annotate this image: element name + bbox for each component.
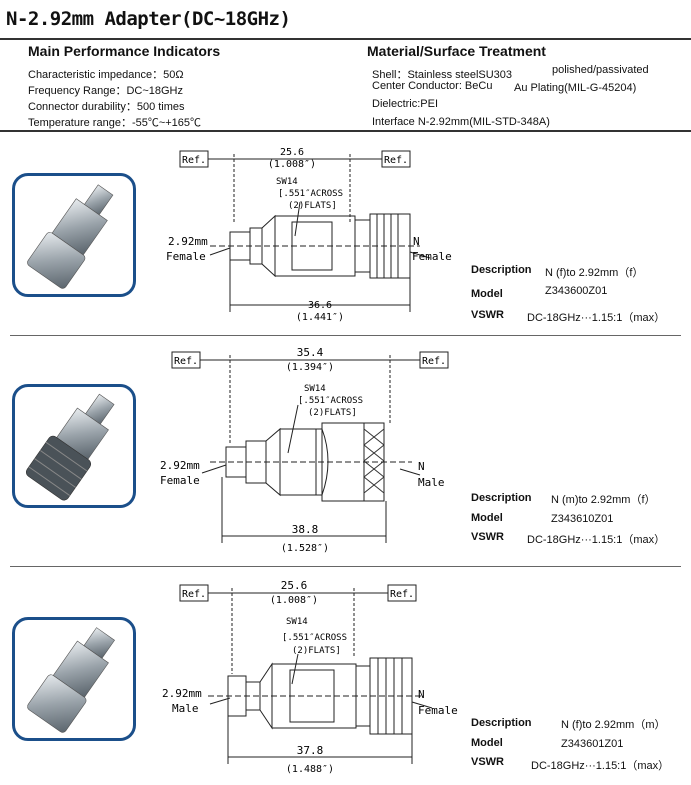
right-gender: Female <box>418 704 458 717</box>
spec-impedance: Characteristic impedance：50Ω <box>28 69 184 81</box>
dim-bottom: 38.8 <box>292 523 319 536</box>
drawing-2: Ref. Ref. 35.4 (1.394″) SW14 [.551″ACROS… <box>160 346 449 554</box>
dim-top: 25.6 <box>281 579 308 592</box>
header-rule <box>0 130 691 132</box>
sw-across: [.551″ACROSS <box>282 633 347 643</box>
material-dielectric: Dielectric:PEI <box>372 98 439 110</box>
ref-left-label: Ref. <box>174 356 198 367</box>
ref-right-label: Ref. <box>384 155 408 166</box>
description-label: Description <box>471 717 532 729</box>
description-label: Description <box>471 492 532 504</box>
sw-across: [.551″ACROSS <box>278 189 343 199</box>
adapter-image <box>27 184 114 289</box>
ref-left-label: Ref. <box>182 155 206 166</box>
vswr-value: DC-18GHz···1.15:1（max） <box>531 760 670 772</box>
dim-top-inch: (1.008″) <box>268 159 316 170</box>
model-label: Model <box>471 288 503 300</box>
sw-flats: (2)FLATS] <box>308 408 357 418</box>
model-value: Z343610Z01 <box>551 513 614 525</box>
left-gender: Female <box>160 474 200 487</box>
product-photo-3 <box>12 617 136 741</box>
main-performance-heading: Main Performance Indicators <box>28 43 221 59</box>
dim-bottom: 36.6 <box>308 300 332 311</box>
dim-bottom-inch: (1.528″) <box>281 543 329 554</box>
drawing-1: Ref. Ref. 25.6 (1.008″) SW14 [.551″ACROS… <box>166 147 452 323</box>
sw-flats: (2)FLATS] <box>292 646 341 656</box>
left-gender: Female <box>166 250 206 263</box>
dim-top: 25.6 <box>280 147 304 158</box>
vswr-value: DC-18GHz···1.15:1（max） <box>527 534 666 546</box>
model-label: Model <box>471 512 503 524</box>
sw-label: SW14 <box>276 177 298 187</box>
right-gender: Female <box>412 250 452 263</box>
right-type: N <box>413 235 420 248</box>
product-photo-1 <box>12 173 136 297</box>
model-value: Z343600Z01 <box>545 285 608 297</box>
title-rule <box>0 38 691 40</box>
vswr-label: VSWR <box>471 531 504 543</box>
dim-bottom-inch: (1.441″) <box>296 312 344 323</box>
spec-durability: Connector durability：500 times <box>28 101 185 113</box>
ref-right-label: Ref. <box>422 356 446 367</box>
description-label: Description <box>471 264 532 276</box>
product-photo-2 <box>12 384 136 508</box>
right-gender: Male <box>418 476 445 489</box>
dim-bottom-inch: (1.488″) <box>286 764 334 775</box>
sw-across: [.551″ACROSS <box>298 396 363 406</box>
adapter-image <box>27 627 115 733</box>
sw-flats: (2)FLATS] <box>288 201 337 211</box>
dim-top: 35.4 <box>297 346 324 359</box>
material-shell: Shell：Stainless steelSU303 <box>372 69 513 81</box>
sw-label: SW14 <box>304 384 326 394</box>
left-gender: Male <box>172 702 199 715</box>
ref-right-label: Ref. <box>390 589 414 600</box>
left-size: 2.92mm <box>160 459 200 472</box>
dim-top-inch: (1.008″) <box>270 595 318 606</box>
dim-bottom: 37.8 <box>297 744 324 757</box>
material-center: Center Conductor: BeCu <box>372 80 493 92</box>
model-label: Model <box>471 737 503 749</box>
spec-frequency: Frequency Range：DC~18GHz <box>28 85 183 97</box>
model-value: Z343601Z01 <box>561 738 624 750</box>
material-shell-finish: polished/passivated <box>552 64 649 76</box>
description-value: N (m)to 2.92mm（f） <box>551 494 656 506</box>
vswr-value: DC-18GHz···1.15:1（max） <box>527 312 666 324</box>
right-type: N <box>418 688 425 701</box>
description-value: N (f)to 2.92mm（m） <box>561 719 666 731</box>
sw-label: SW14 <box>286 617 308 627</box>
right-type: N <box>418 460 425 473</box>
adapter-image <box>25 393 115 501</box>
drawing-3: Ref. Ref. 25.6 (1.008″) SW14 [.551″ACROS… <box>162 579 458 775</box>
left-size: 2.92mm <box>168 235 208 248</box>
vswr-label: VSWR <box>471 756 504 768</box>
ref-left-label: Ref. <box>182 589 206 600</box>
section-divider <box>10 566 681 567</box>
material-center-finish: Au Plating(MIL-G-45204) <box>514 82 637 94</box>
section-divider <box>10 335 681 336</box>
spec-temperature: Temperature range：-55℃~+165℃ <box>28 117 202 129</box>
left-size: 2.92mm <box>162 687 202 700</box>
material-heading: Material/Surface Treatment <box>367 43 546 59</box>
vswr-label: VSWR <box>471 309 504 321</box>
dim-top-inch: (1.394″) <box>286 362 334 373</box>
description-value: N (f)to 2.92mm（f） <box>545 267 644 279</box>
material-interface: Interface N-2.92mm(MIL-STD-348A) <box>372 116 550 128</box>
page-title: N-2.92mm Adapter(DC~18GHz) <box>6 8 291 30</box>
